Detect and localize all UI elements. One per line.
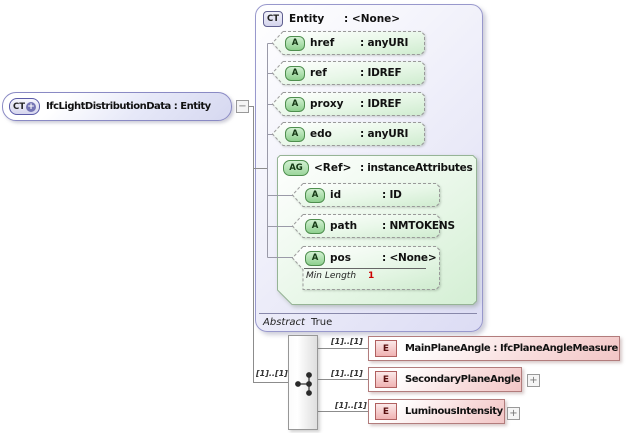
attribute-group-header: AG <Ref> : instanceAttributes	[283, 160, 473, 176]
attribute-icon: A	[285, 35, 305, 51]
attribute-edo[interactable]: A edo : anyURI	[272, 122, 425, 146]
element-icon: E	[375, 340, 397, 357]
root-type-box[interactable]: CT + IfcLightDistributionData : Entity	[2, 92, 232, 121]
attribute-type: : ID	[382, 189, 402, 201]
element-luminous-intensity[interactable]: E LuminousIntensity	[368, 399, 505, 424]
element-label: MainPlaneAngle : IfcPlaneAngleMeasure	[405, 343, 618, 354]
cardinality-secondary-plane-angle: [1]..[1]	[331, 369, 363, 378]
attribute-icon: A	[305, 250, 325, 266]
attribute-type: : anyURI	[360, 37, 409, 49]
attribute-icon: A	[285, 96, 305, 112]
attribute-type: : NMTOKENS	[382, 220, 455, 232]
attribute-name: id	[330, 189, 342, 201]
attribute-id[interactable]: A id : ID	[292, 183, 440, 207]
facet-label: Min Length	[306, 271, 357, 281]
abstract-label: Abstract	[263, 317, 305, 328]
attribute-name: ref	[310, 67, 327, 79]
attribute-name: edo	[310, 128, 332, 140]
element-label: SecondaryPlaneAngle	[405, 374, 521, 385]
attribute-name: pos	[330, 252, 351, 264]
expand-handle-luminous-intensity[interactable]: +	[507, 407, 520, 420]
abstract-row: Abstract True	[263, 317, 332, 328]
attribute-type: : <None>	[382, 252, 437, 264]
attribute-path[interactable]: A path : NMTOKENS	[292, 214, 455, 238]
sequence-compositor[interactable]	[288, 335, 318, 430]
plus-circle-icon: +	[26, 101, 37, 112]
attribute-group-type: : instanceAttributes	[360, 162, 473, 174]
attribute-icon: A	[285, 65, 305, 81]
entity-type: : <None>	[344, 13, 401, 25]
attribute-icon: A	[285, 126, 305, 142]
abstract-value: True	[311, 317, 333, 328]
attribute-type: : IDREF	[360, 67, 402, 79]
expand-handle-secondary-plane-angle[interactable]: +	[527, 374, 540, 387]
cardinality-main-plane-angle: [1]..[1]	[331, 337, 363, 346]
facet-value: 1	[368, 271, 375, 281]
element-secondary-plane-angle[interactable]: E SecondaryPlaneAngle	[368, 367, 522, 392]
attribute-ref[interactable]: A ref : IDREF	[272, 61, 425, 85]
element-icon: E	[375, 403, 397, 420]
attribute-proxy[interactable]: A proxy : IDREF	[272, 92, 425, 116]
attribute-group-icon: AG	[283, 160, 309, 176]
entity-header: CT Entity : <None>	[263, 11, 400, 27]
cardinality-luminous-intensity: [1]..[1]	[335, 401, 367, 410]
attribute-group-name: <Ref>	[314, 162, 352, 174]
element-icon: E	[375, 371, 397, 388]
attribute-name: proxy	[310, 98, 344, 110]
element-label: LuminousIntensity	[405, 406, 503, 417]
facet-separator	[304, 268, 426, 269]
complex-type-icon: CT	[263, 11, 284, 27]
attribute-type: : anyURI	[360, 128, 409, 140]
attribute-name: path	[330, 220, 358, 232]
attribute-name: href	[310, 37, 335, 49]
abstract-separator	[259, 313, 477, 314]
attribute-type: : IDREF	[360, 98, 402, 110]
attribute-icon: A	[305, 187, 325, 203]
complex-type-plus-icon: CT +	[9, 98, 41, 115]
cardinality-sequence: [1]..[1]	[256, 369, 288, 378]
collapse-handle[interactable]: −	[236, 100, 249, 113]
attribute-icon: A	[305, 218, 325, 234]
attribute-href[interactable]: A href : anyURI	[272, 31, 425, 55]
attribute-pos[interactable]: A pos : <None> Min Length 1	[292, 246, 440, 290]
entity-name: Entity	[289, 13, 325, 25]
root-type-label: IfcLightDistributionData : Entity	[46, 101, 211, 112]
min-length-facet: Min Length 1	[306, 271, 374, 281]
sequence-icon	[295, 372, 312, 396]
element-main-plane-angle[interactable]: E MainPlaneAngle : IfcPlaneAngleMeasure	[368, 336, 620, 361]
